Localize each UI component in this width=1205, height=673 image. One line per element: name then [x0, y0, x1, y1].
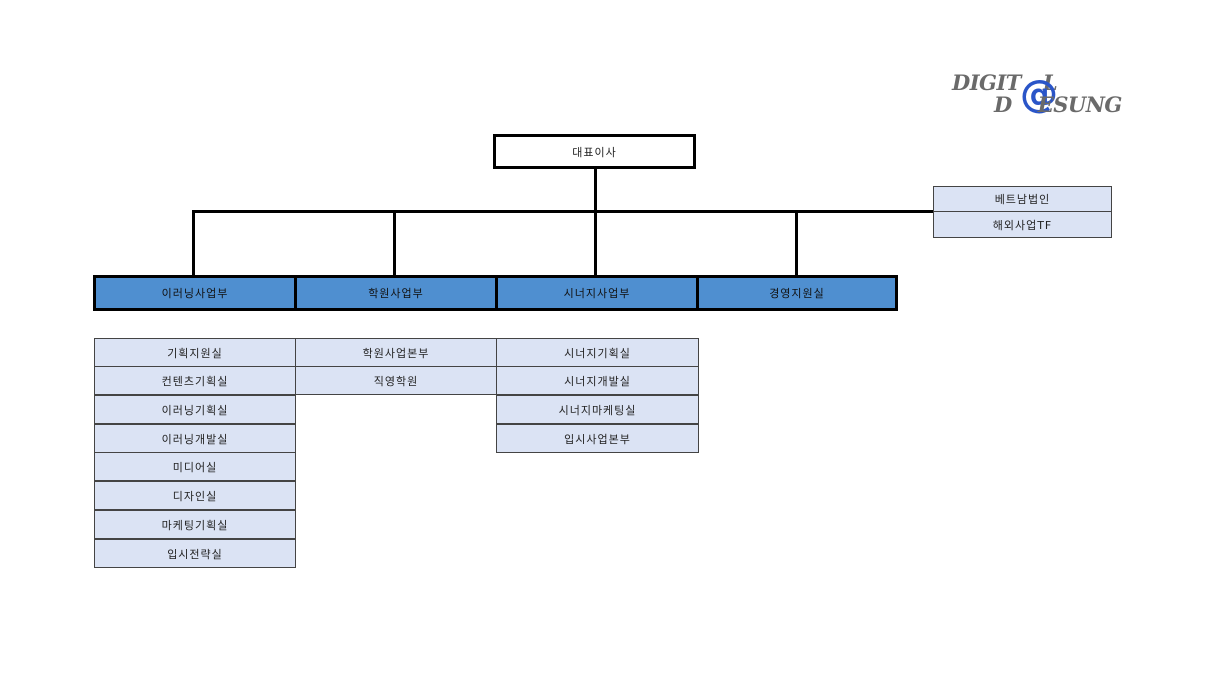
dept-synergy: 시너지사업부	[495, 275, 699, 311]
ceo-connector	[594, 169, 597, 211]
dept-management: 경영지원실	[696, 275, 898, 311]
dept-connector-1	[192, 210, 195, 275]
unit-box: 시너지개발실	[496, 366, 699, 395]
unit-box: 입시사업본부	[496, 424, 699, 453]
unit-box: 디자인실	[94, 481, 296, 510]
side-unit-vietnam: 베트남법인	[933, 186, 1112, 212]
dept-elearning: 이러닝사업부	[93, 275, 297, 311]
unit-box: 마케팅기획실	[94, 510, 296, 539]
unit-box: 컨텐츠기획실	[94, 366, 296, 395]
logo-at-symbol: @	[1020, 72, 1058, 116]
dept-connector-4	[795, 210, 798, 275]
unit-box: 기획지원실	[94, 338, 296, 367]
unit-box: 입시전략실	[94, 539, 296, 568]
unit-box: 학원사업본부	[295, 338, 497, 367]
main-bus-line	[192, 210, 934, 213]
unit-box: 미디어실	[94, 452, 296, 481]
unit-box: 이러닝기획실	[94, 395, 296, 424]
dept-academy: 학원사업부	[294, 275, 498, 311]
unit-box: 직영학원	[295, 366, 497, 395]
side-unit-overseas-tf: 해외사업TF	[933, 211, 1112, 238]
dept-connector-3	[594, 210, 597, 275]
dept-connector-2	[393, 210, 396, 275]
unit-box: 시너지마케팅실	[496, 395, 699, 424]
ceo-box: 대표이사	[493, 134, 696, 169]
unit-box: 이러닝개발실	[94, 424, 296, 453]
unit-box: 시너지기획실	[496, 338, 699, 367]
